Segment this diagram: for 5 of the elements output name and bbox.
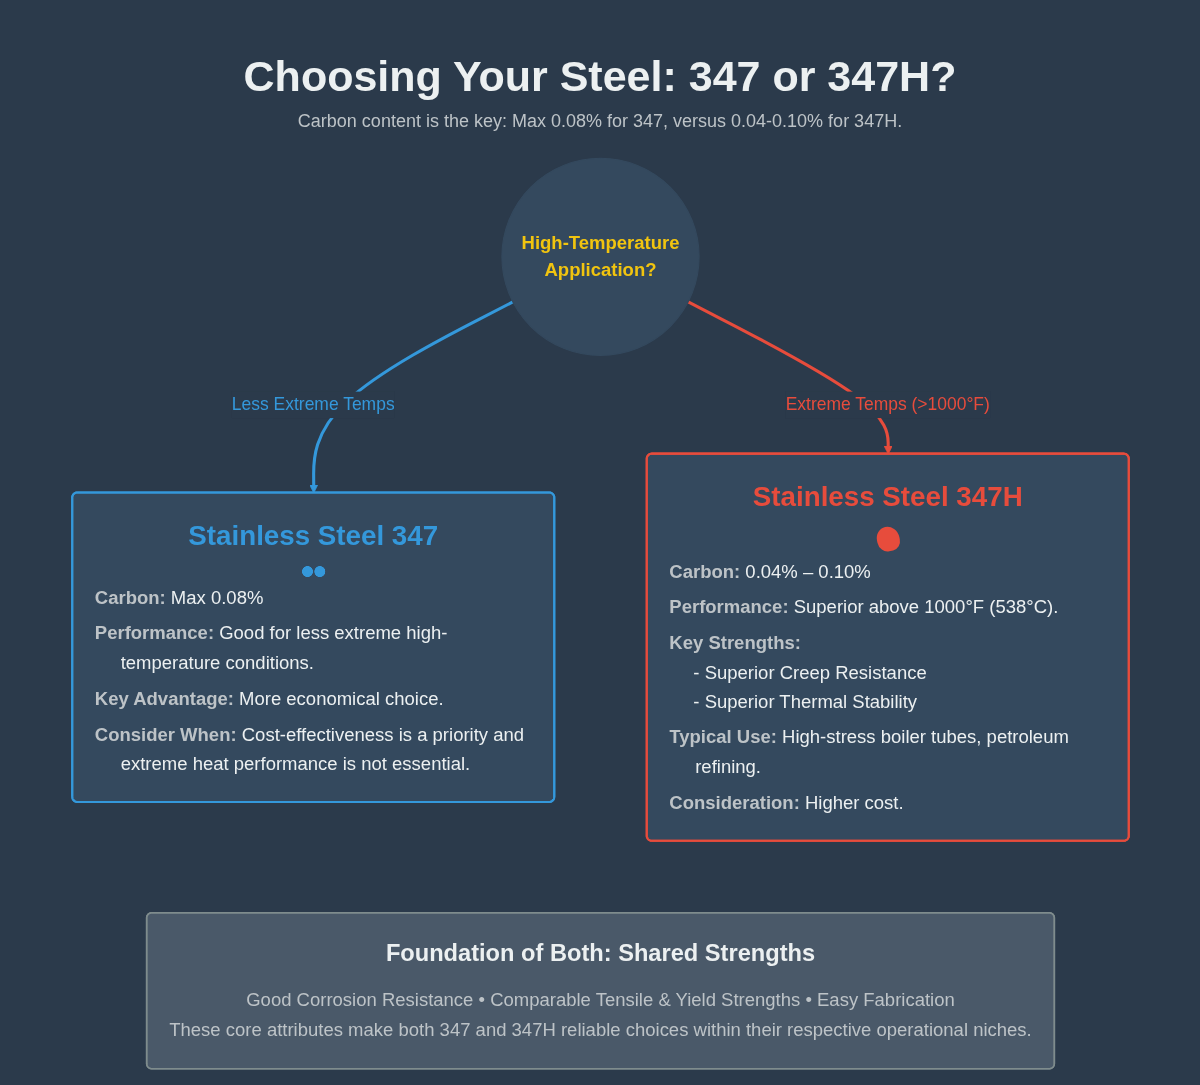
node-circle: High-Temperature Application? (500, 157, 700, 356)
title: Choosing Your Steel: 347 or 347H? (243, 52, 957, 101)
edge-label: Extreme Temps (>1000°F) (785, 394, 990, 415)
subtitle: Carbon content is the key: Max 0.08% for 347, versus 0.04-0.10% for 347H. (297, 111, 903, 132)
edge-label: Less Extreme Temps (231, 394, 395, 415)
